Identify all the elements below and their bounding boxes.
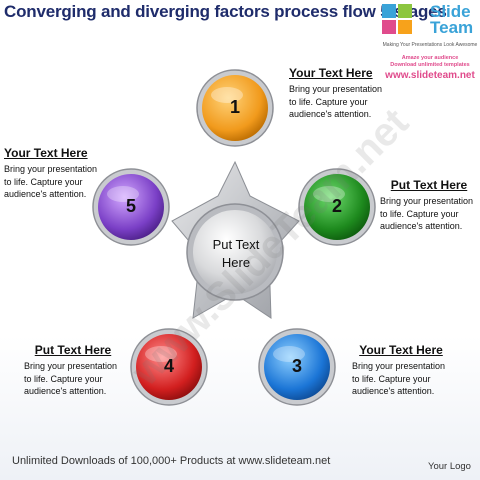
center-text-line1: Put Text <box>212 237 260 252</box>
callout-bottom-left-heading: Put Text Here <box>34 343 112 357</box>
slideteam-logo-icon <box>382 4 412 34</box>
callout-left-body: Bring your presentation to life. Capture… <box>4 164 98 199</box>
node-number-4: 4 <box>163 356 174 376</box>
callout-left-heading: Your Text Here <box>4 146 88 160</box>
your-logo-text: Your Logo <box>428 461 471 472</box>
center-text: Put Text Here <box>199 236 273 272</box>
callout-bottom-right-body: Bring your presentation to life. Capture… <box>352 361 446 396</box>
logo-promo-line1: Amaze your audience <box>401 55 459 61</box>
node-circle-5 <box>92 168 170 246</box>
callout-top-right-heading: Your Text Here <box>289 66 373 80</box>
node-number-3: 3 <box>291 356 302 376</box>
node-circle-1 <box>196 69 274 147</box>
slideteam-logo: Slide Team Making Your Presentations Loo… <box>382 2 478 82</box>
node-circle-3 <box>258 328 336 406</box>
page-title: Converging and diverging factors process… <box>4 2 447 21</box>
logo-slide-text: Slide <box>430 2 471 21</box>
callout-right-heading: Put Text Here <box>390 178 468 192</box>
logo-promo-line2: Download unlimited templates <box>390 62 470 68</box>
center-circle <box>186 203 284 301</box>
callout-bottom-right: Your Text Here Bring your presentation t… <box>352 343 450 398</box>
callout-right-body: Bring your presentation to life. Capture… <box>380 196 474 231</box>
node-number-1: 1 <box>229 97 240 117</box>
logo-tagline: Making Your Presentations Look Awesome <box>382 42 478 48</box>
logo-url: www.slideteam.net <box>385 70 475 81</box>
callout-top-right: Your Text Here Bring your presentation t… <box>289 66 385 121</box>
footer-text: Unlimited Downloads of 100,000+ Products… <box>12 455 331 467</box>
center-text-line2: Here <box>221 255 251 270</box>
callout-top-right-body: Bring your presentation to life. Capture… <box>289 84 383 119</box>
callout-bottom-left: Put Text Here Bring your presentation to… <box>24 343 122 398</box>
node-circle-2 <box>298 168 376 246</box>
callout-bottom-right-heading: Your Text Here <box>359 343 443 357</box>
node-number-5: 5 <box>125 196 136 216</box>
node-circle-4 <box>130 328 208 406</box>
callout-bottom-left-body: Bring your presentation to life. Capture… <box>24 361 118 396</box>
callout-left: Your Text Here Bring your presentation t… <box>4 146 104 201</box>
callout-right: Put Text Here Bring your presentation to… <box>380 178 478 233</box>
logo-team-text: Team <box>430 18 474 37</box>
node-number-2: 2 <box>331 196 342 216</box>
